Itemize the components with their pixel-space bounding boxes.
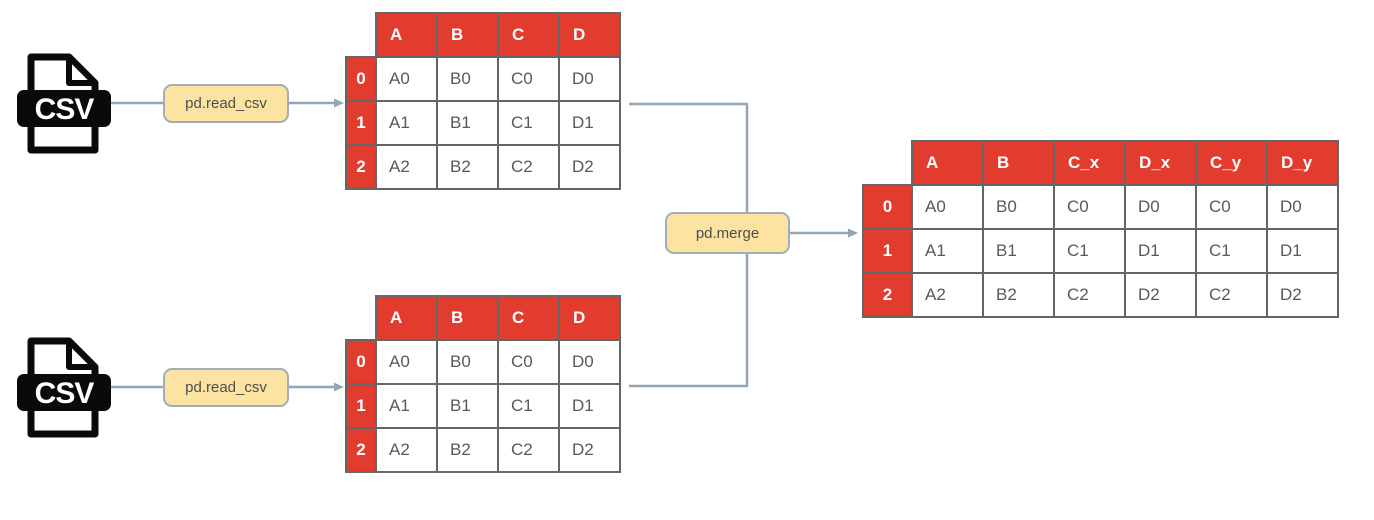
column-header-cell: C_x [1053, 140, 1126, 186]
read-csv-label-bottom: pd.read_csv [163, 368, 289, 407]
column-header-cell: B [436, 295, 499, 341]
csv-file-icon-top: CSV [17, 53, 111, 154]
row-index-cell: 1 [345, 100, 377, 146]
csv-file-label: CSV [35, 377, 95, 410]
data-cell: D1 [1124, 228, 1197, 274]
data-cell: C2 [497, 144, 560, 190]
data-cell: C0 [1195, 184, 1268, 230]
row-index-cell: 0 [862, 184, 913, 230]
data-cell: C0 [1053, 184, 1126, 230]
column-header-cell: A [375, 295, 438, 341]
data-cell: B1 [436, 383, 499, 429]
data-cell: A2 [375, 427, 438, 473]
data-cell: D2 [558, 427, 621, 473]
read-csv-label-top: pd.read_csv [163, 84, 289, 123]
data-cell: C2 [1195, 272, 1268, 318]
data-cell: A0 [375, 339, 438, 385]
column-header-cell: C [497, 12, 560, 58]
column-header-cell: D [558, 295, 621, 341]
data-cell: D2 [558, 144, 621, 190]
data-cell: C2 [497, 427, 560, 473]
data-cell: B2 [436, 144, 499, 190]
csv-file-label: CSV [35, 93, 95, 126]
data-cell: A0 [911, 184, 984, 230]
column-header-cell: C [497, 295, 560, 341]
csv-file-icon-bottom: CSV [17, 337, 111, 438]
row-index-cell: 1 [345, 383, 377, 429]
row-index-cell: 2 [862, 272, 913, 318]
folded-corner [66, 338, 98, 370]
data-cell: B0 [436, 56, 499, 102]
data-cell: D0 [1266, 184, 1339, 230]
column-header-cell: A [375, 12, 438, 58]
row-index-cell: 0 [345, 339, 377, 385]
data-cell: A1 [375, 100, 438, 146]
column-header-cell: B [982, 140, 1055, 186]
corner-cell [346, 13, 376, 57]
data-cell: D0 [1124, 184, 1197, 230]
data-cell: D0 [558, 339, 621, 385]
data-cell: D2 [1266, 272, 1339, 318]
corner-cell [863, 141, 912, 185]
data-cell: C0 [497, 339, 560, 385]
row-index-cell: 2 [345, 427, 377, 473]
column-header-cell: C_y [1195, 140, 1268, 186]
column-header-cell: D [558, 12, 621, 58]
read-csv-label-text: pd.read_csv [185, 379, 267, 396]
data-cell: C2 [1053, 272, 1126, 318]
data-cell: A2 [375, 144, 438, 190]
read-csv-label-text: pd.read_csv [185, 95, 267, 112]
data-cell: B2 [436, 427, 499, 473]
column-header-cell: A [911, 140, 984, 186]
data-cell: C1 [1053, 228, 1126, 274]
data-cell: B1 [436, 100, 499, 146]
label-band [17, 374, 111, 411]
data-cell: D2 [1124, 272, 1197, 318]
merge-label-text: pd.merge [695, 224, 760, 242]
data-cell: D1 [558, 383, 621, 429]
row-index-cell: 0 [345, 56, 377, 102]
data-cell: D1 [558, 100, 621, 146]
column-header-cell: D_x [1124, 140, 1197, 186]
merge-label: pd.merge [665, 212, 790, 254]
data-cell: C1 [497, 100, 560, 146]
data-cell: B0 [436, 339, 499, 385]
data-cell: C0 [497, 56, 560, 102]
data-cell: B1 [982, 228, 1055, 274]
label-band [17, 90, 111, 127]
row-index-cell: 2 [345, 144, 377, 190]
data-cell: D1 [1266, 228, 1339, 274]
data-cell: C1 [497, 383, 560, 429]
column-header-cell: B [436, 12, 499, 58]
corner-cell [346, 296, 376, 340]
folded-corner [66, 54, 98, 86]
row-index-cell: 1 [862, 228, 913, 274]
column-header-cell: D_y [1266, 140, 1339, 186]
data-cell: A1 [375, 383, 438, 429]
data-cell: C1 [1195, 228, 1268, 274]
data-cell: A0 [375, 56, 438, 102]
data-cell: B2 [982, 272, 1055, 318]
data-cell: A1 [911, 228, 984, 274]
data-cell: A2 [911, 272, 984, 318]
data-cell: D0 [558, 56, 621, 102]
data-cell: B0 [982, 184, 1055, 230]
